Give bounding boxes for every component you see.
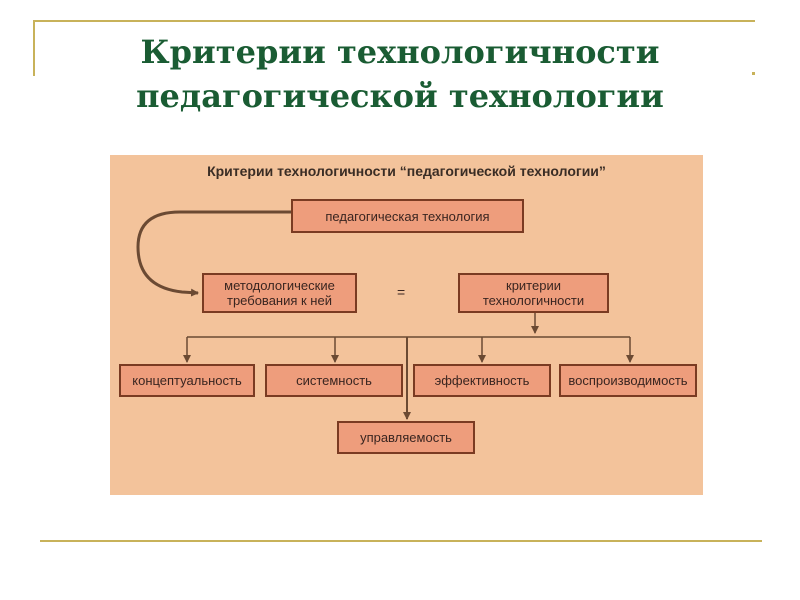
node-methodological-requirements-line1: методологические bbox=[224, 278, 335, 293]
node-effectiveness: эффективность bbox=[413, 364, 551, 397]
node-criteria-line2: технологичности bbox=[482, 293, 585, 308]
slide-title: Критерии технологичности педагогической … bbox=[60, 30, 740, 118]
curved-arrow bbox=[136, 210, 292, 297]
node-manageability: управляемость bbox=[337, 421, 475, 454]
diagram-heading: Критерии технологичности “педагогической… bbox=[207, 163, 606, 179]
node-methodological-requirements: методологические требования к ней bbox=[202, 273, 357, 313]
node-conceptuality: концептуальность bbox=[119, 364, 255, 397]
node-pedagogical-technology: педагогическая технология bbox=[291, 199, 524, 233]
node-systemicity: системность bbox=[265, 364, 403, 397]
node-criteria: критерии технологичности bbox=[458, 273, 609, 313]
frame-bottom-line bbox=[40, 540, 762, 542]
node-effectiveness-label: эффективность bbox=[434, 373, 530, 388]
node-pedagogical-technology-label: педагогическая технология bbox=[325, 208, 490, 224]
node-criteria-line1: критерии bbox=[506, 278, 561, 293]
frame-left-line bbox=[33, 20, 35, 76]
slide-title-line2: педагогической технологии bbox=[136, 77, 664, 115]
frame-dot bbox=[752, 72, 755, 75]
node-systemicity-label: системность bbox=[296, 373, 372, 388]
slide-title-line1: Критерии технологичности bbox=[140, 33, 660, 71]
equals-sign: = bbox=[397, 284, 406, 300]
criteria-diagram: Критерии технологичности “педагогической… bbox=[110, 155, 703, 495]
node-manageability-label: управляемость bbox=[360, 430, 452, 445]
node-reproducibility-label: воспроизводимость bbox=[568, 373, 688, 388]
frame-top-line bbox=[33, 20, 755, 22]
node-reproducibility: воспроизводимость bbox=[559, 364, 697, 397]
diagram-connectors bbox=[136, 210, 634, 420]
node-conceptuality-label: концептуальность bbox=[132, 373, 242, 388]
node-methodological-requirements-line2: требования к ней bbox=[226, 293, 332, 308]
